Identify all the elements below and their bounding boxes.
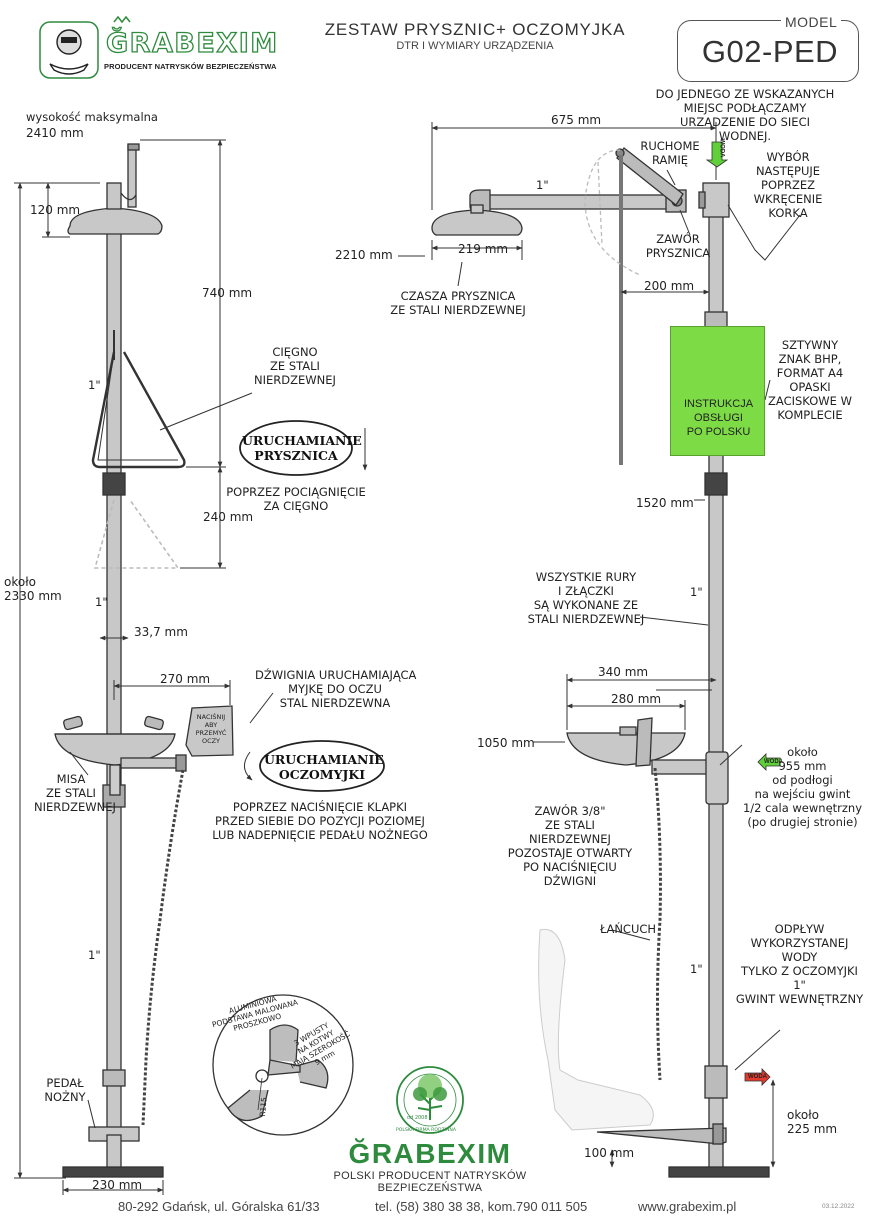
footer-phone: tel. (58) 380 38 38, kom.790 011 505 bbox=[375, 1199, 588, 1214]
eyewash-oval bbox=[259, 740, 385, 792]
dim-2210: 2210 mm bbox=[335, 248, 393, 262]
base-detail bbox=[212, 994, 354, 1136]
pull-rod-label: CIĘGNO ZE STALI NIERDZEWNEJ bbox=[254, 345, 336, 387]
water-tag: WODA bbox=[764, 759, 783, 765]
valve-note: ZAWÓR 3/8" ZE STALI NIERDZEWNEJ POZOSTAJ… bbox=[507, 804, 633, 888]
dim-100: 100 mm bbox=[584, 1146, 635, 1160]
dim-2410: 2410 mm bbox=[26, 126, 84, 140]
pipe-1-label: 1" bbox=[536, 178, 549, 192]
pipe-1-label: 1" bbox=[690, 585, 703, 599]
shower-head-label: CZASZA PRYSZNICA ZE STALI NIERDZEWNEJ bbox=[390, 289, 526, 317]
dim-200: 200 mm bbox=[644, 279, 695, 293]
dim-2330: około 2330 mm bbox=[4, 575, 62, 603]
lever-plate-text: NACIŚNIJ ABY PRZEMYĆ OCZY bbox=[195, 713, 227, 745]
footer-website[interactable]: www.grabexim.pl bbox=[638, 1199, 737, 1214]
dim-240: 240 mm bbox=[203, 510, 254, 524]
dim-1050: 1050 mm bbox=[477, 736, 535, 750]
footer-address: 80-292 Gdańsk, ul. Góralska 61/33 bbox=[118, 1199, 320, 1214]
eyewash-start-title: URUCHAMIANIE OCZOMYJKI bbox=[264, 752, 384, 782]
max-height-label: wysokość maksymalna bbox=[26, 110, 158, 124]
footer-tagline: POLSKI PRODUCENT NATRYSKÓW BEZPIECZEŃSTW… bbox=[333, 1170, 527, 1194]
foot-outline-icon bbox=[538, 928, 654, 1131]
plug-note: WYBÓR NASTĘPUJE POPRZEZ WKRĘCENIE KORKA bbox=[753, 150, 823, 220]
pipe-1-label: 1" bbox=[88, 948, 101, 962]
dim-280: 280 mm bbox=[611, 692, 662, 706]
model-caption: MODEL bbox=[781, 14, 842, 30]
water-arrow-icon bbox=[705, 141, 781, 1086]
bowl-label: MISA ZE STALI NIERDZEWNEJ bbox=[34, 772, 116, 814]
water-connection-note: DO JEDNEGO ZE WSKAZANYCH MIEJSC PODŁĄCZA… bbox=[655, 87, 835, 143]
safety-sign: INSTRUKCJA OBSŁUGI PO POLSKU bbox=[670, 326, 765, 456]
footer-brand: ĞRABEXIM bbox=[348, 1138, 512, 1169]
model-number: G02-PED bbox=[701, 34, 839, 69]
seal-year: od 2008 bbox=[407, 1115, 428, 1121]
shower-instruction: POPRZEZ POCIĄGNIĘCIE ZA CIĘGNO bbox=[226, 485, 366, 513]
lever-label: DŹWIGNIA URUCHAMIAJĄCA MYJKĘ DO OCZU STA… bbox=[255, 668, 417, 710]
page-title: ZESTAW PRYSZNIC+ OCZOMYJKA bbox=[324, 20, 626, 39]
dim-230: 230 mm bbox=[92, 1178, 143, 1192]
shower-start-title: URUCHAMIANIE PRYSZNICA bbox=[242, 433, 362, 463]
family-firm-seal-icon bbox=[396, 1066, 464, 1134]
materials-note: WSZYSTKIE RURY I ZŁĄCZKI SĄ WYKONANE ZE … bbox=[527, 570, 645, 626]
dim-675: 675 mm bbox=[551, 113, 602, 127]
shower-valve-label: ZAWÓR PRYSZNICA bbox=[645, 232, 711, 260]
chain-label: ŁAŃCUCH bbox=[600, 922, 657, 936]
right-dimensions bbox=[398, 122, 801, 1168]
page-subtitle: DTR I WYMIARY URZĄDZENIA bbox=[396, 40, 554, 52]
eyewash-instruction: POPRZEZ NACIŚNIĘCIE KLAPKI PRZED SIEBIE … bbox=[212, 800, 428, 842]
dim-120: 120 mm bbox=[30, 203, 81, 217]
left-shower-assembly bbox=[54, 143, 234, 1178]
inlet-note: około 955 mm od podłogi na wejściu gwint… bbox=[742, 745, 863, 829]
dim-1520: 1520 mm bbox=[636, 496, 694, 510]
footer-date: 03.12.2022 bbox=[822, 1203, 855, 1210]
pipe-1-label: 1" bbox=[95, 595, 108, 609]
water-tag: WODA bbox=[748, 1074, 767, 1080]
dim-270: 270 mm bbox=[160, 672, 211, 686]
shower-oval bbox=[239, 420, 353, 476]
logo-top-icon bbox=[39, 15, 131, 79]
base-radius-label: R115 bbox=[257, 1096, 269, 1118]
dim-340: 340 mm bbox=[598, 665, 649, 679]
pedal-label: PEDAŁ NOŻNY bbox=[44, 1076, 86, 1104]
seal-text: POLSKA FIRMA RODZINNA bbox=[396, 1128, 457, 1133]
brand-tagline: PRODUCENT NATRYSKÓW BEZPIECZEŃSTWA bbox=[104, 62, 277, 71]
dim-33-7: 33,7 mm bbox=[134, 625, 188, 639]
drain-note: ODPŁYW WYKORZYSTANEJ WODY TYLKO Z OCZOMY… bbox=[735, 922, 864, 1006]
pipe-1-label: 1" bbox=[690, 962, 703, 976]
dim-225: około 225 mm bbox=[787, 1108, 838, 1136]
model-box bbox=[677, 20, 859, 82]
left-dimensions bbox=[14, 139, 368, 1195]
sign-note: SZTYWNY ZNAK BHP, FORMAT A4 OPASKI ZACIS… bbox=[768, 338, 852, 422]
moving-arm-label: RUCHOME RAMIĘ bbox=[640, 139, 700, 167]
sign-instructions: INSTRUKCJA OBSŁUGI PO POLSKU bbox=[683, 398, 754, 438]
brand-logo-text: ĞRABEXIM bbox=[105, 27, 279, 59]
dim-740: 740 mm bbox=[202, 286, 253, 300]
pipe-1-label: 1" bbox=[88, 378, 101, 392]
dim-219: 219 mm bbox=[458, 242, 509, 256]
water-tag: WODA bbox=[718, 138, 725, 158]
